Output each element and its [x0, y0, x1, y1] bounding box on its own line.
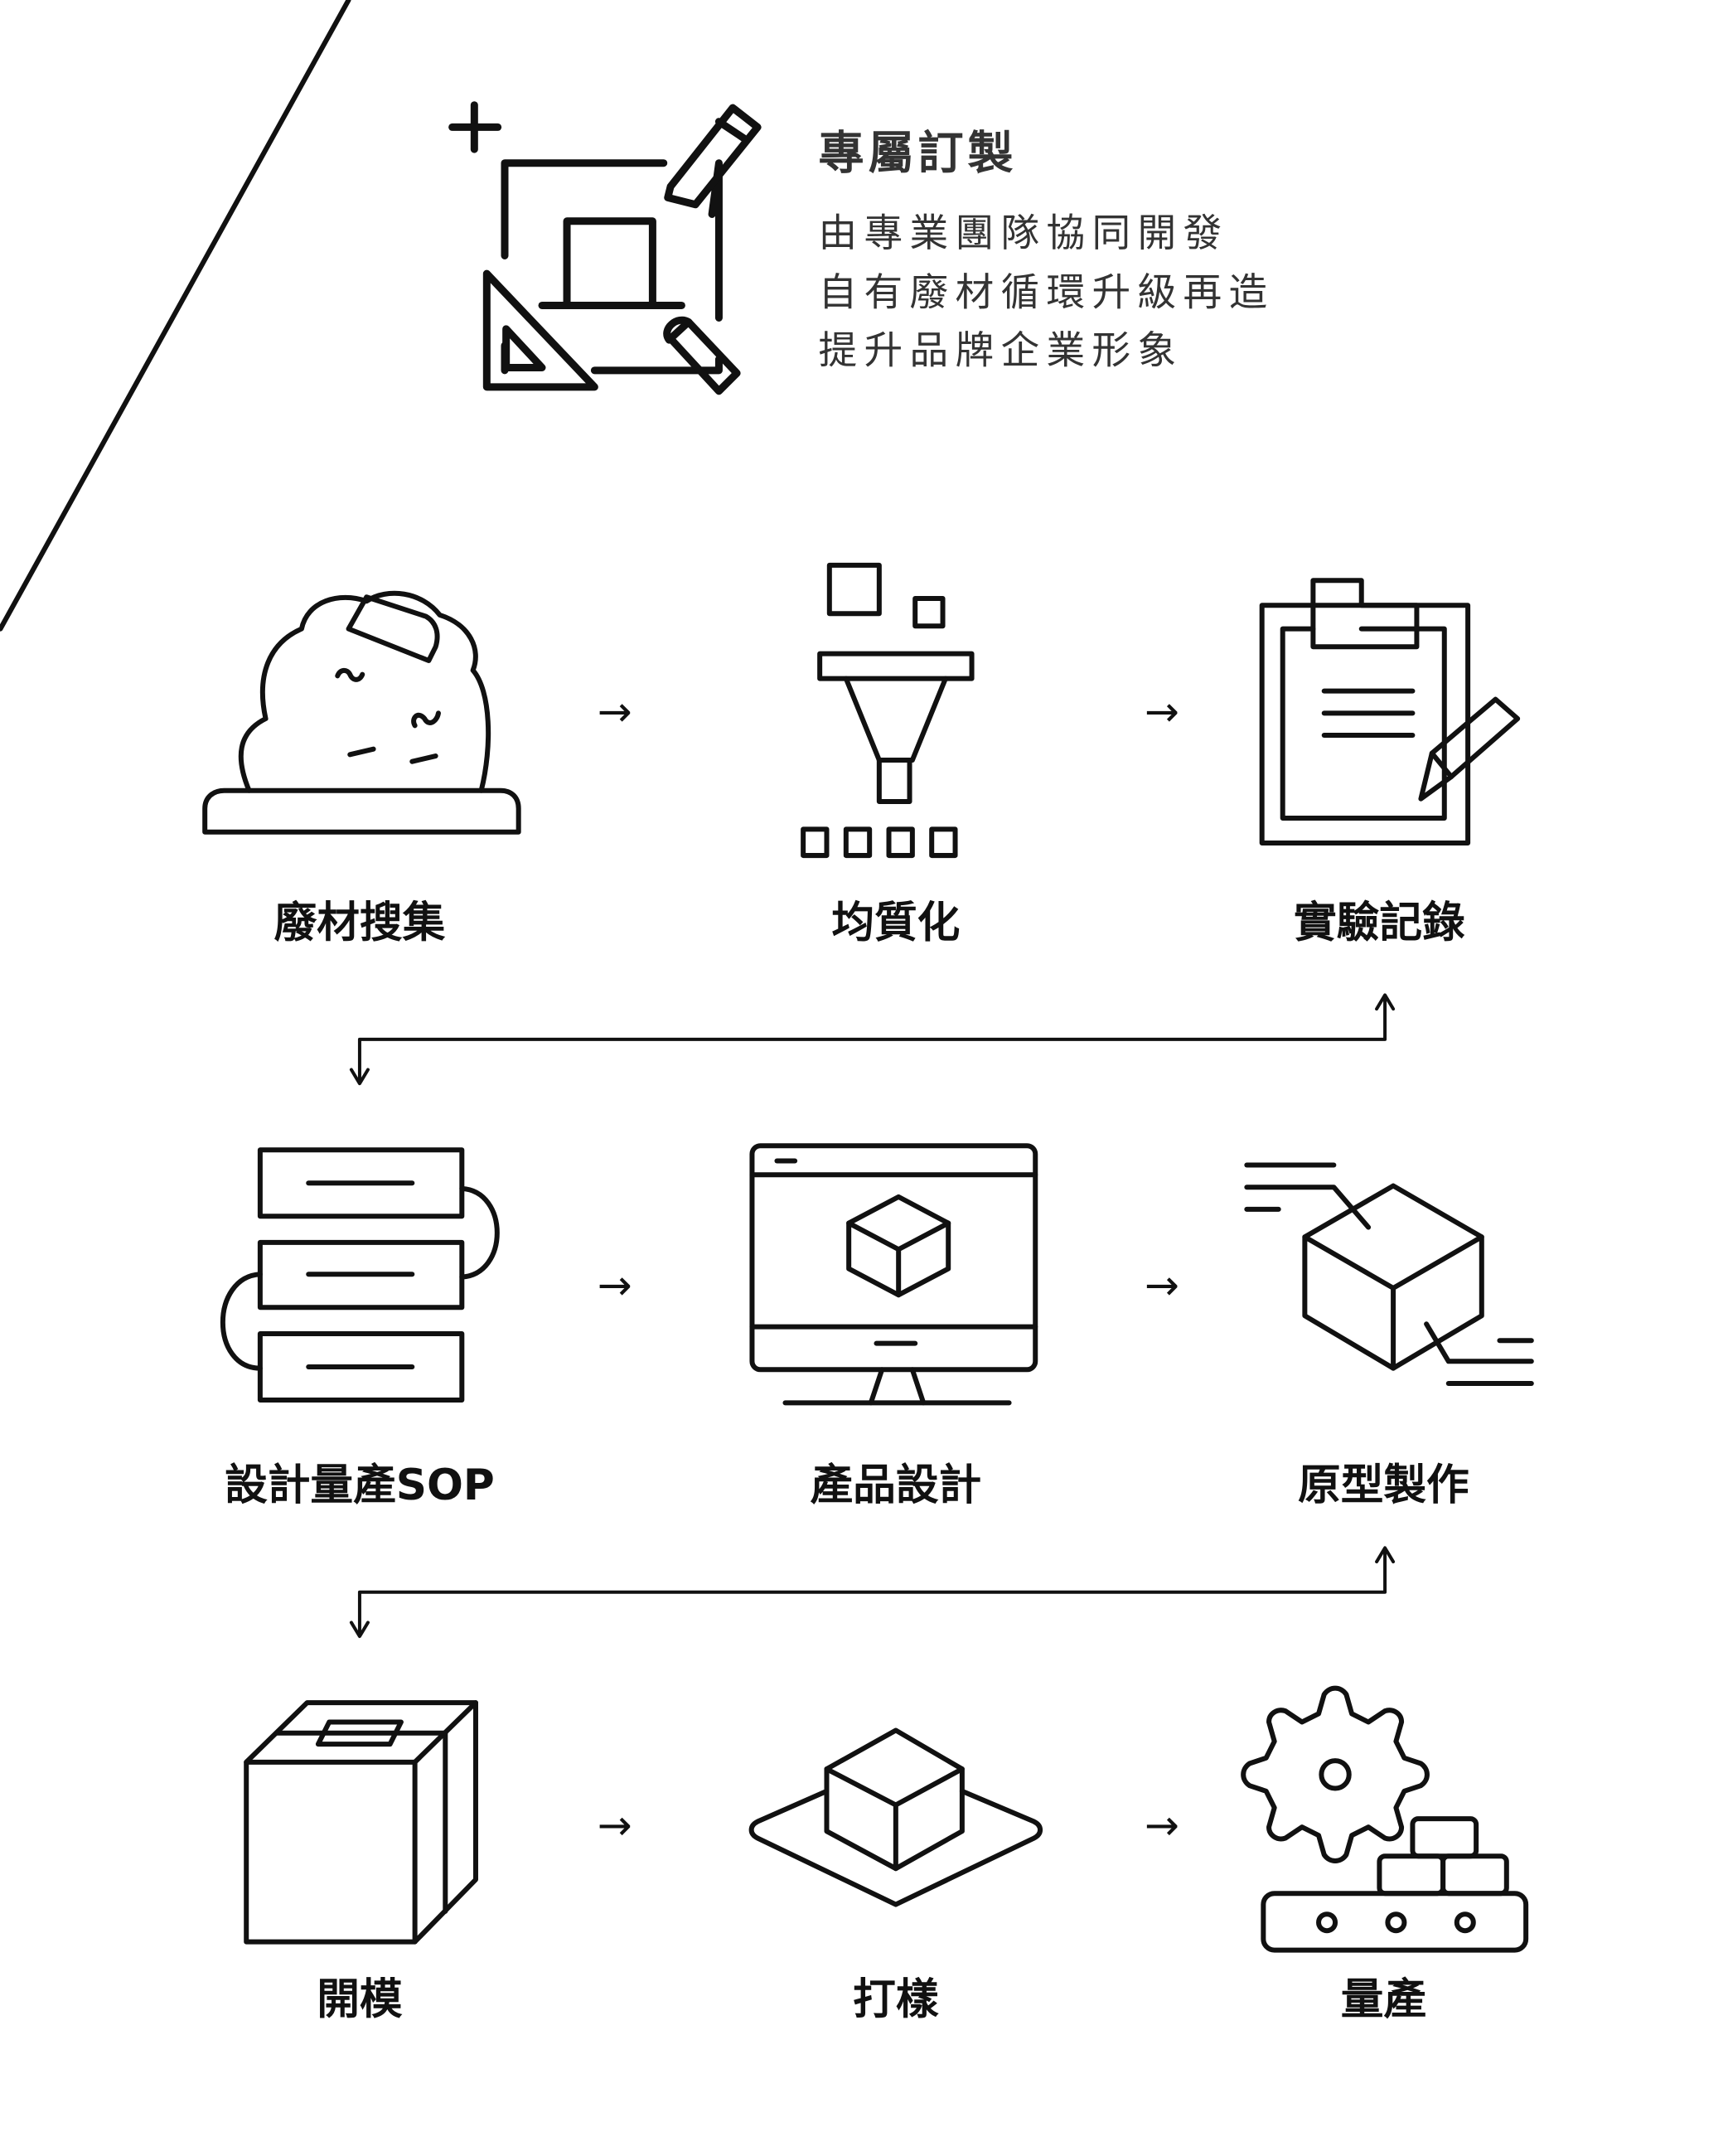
flow-arrow-4: →	[1145, 1261, 1179, 1309]
flow-arrow-6: →	[1145, 1801, 1179, 1849]
return-connector-2	[349, 1546, 1396, 1639]
flow-arrow-3: →	[598, 1261, 632, 1309]
flow-arrow-1: →	[598, 687, 632, 735]
header-line-2: 自有廢材循環升級再造	[818, 270, 1274, 315]
flow-arrow-2: →	[1145, 687, 1179, 735]
gear-conveyor-icon	[1241, 1685, 1529, 1953]
header-line-3: 提升品牌企業形象	[818, 329, 1183, 374]
moving-box-icon	[1244, 1162, 1534, 1386]
funnel-icon	[801, 562, 975, 859]
step-label-mass-production: 量產	[1341, 1974, 1426, 2024]
step-label-mold-making: 開模	[317, 1974, 403, 2024]
step-label-mass-production-sop: 設計量產SOP	[225, 1461, 495, 1510]
sample-cube-icon	[748, 1727, 1043, 1907]
header-title: 專屬訂製	[818, 126, 1017, 179]
mold-box-icon	[244, 1700, 478, 1945]
clipboard-icon	[1259, 578, 1521, 846]
step-label-sampling: 打樣	[853, 1974, 939, 2024]
waste-pile-icon	[0, 0, 521, 835]
step-label-waste-collection: 廢材搜集	[274, 898, 446, 947]
header-line-1: 由專業團隊協同開發	[818, 211, 1228, 256]
step-label-product-design: 產品設計	[810, 1461, 981, 1510]
step-label-homogenization: 均質化	[831, 898, 960, 947]
step-label-prototyping: 原型製作	[1298, 1461, 1469, 1510]
return-connector-1	[349, 993, 1396, 1086]
monitor-cube-icon	[749, 1143, 1038, 1406]
flow-arrow-5: →	[598, 1801, 632, 1849]
custom-design-icon	[448, 101, 762, 395]
stacked-sop-icon	[220, 1147, 500, 1403]
step-label-experiment-record: 實驗記錄	[1294, 898, 1465, 947]
